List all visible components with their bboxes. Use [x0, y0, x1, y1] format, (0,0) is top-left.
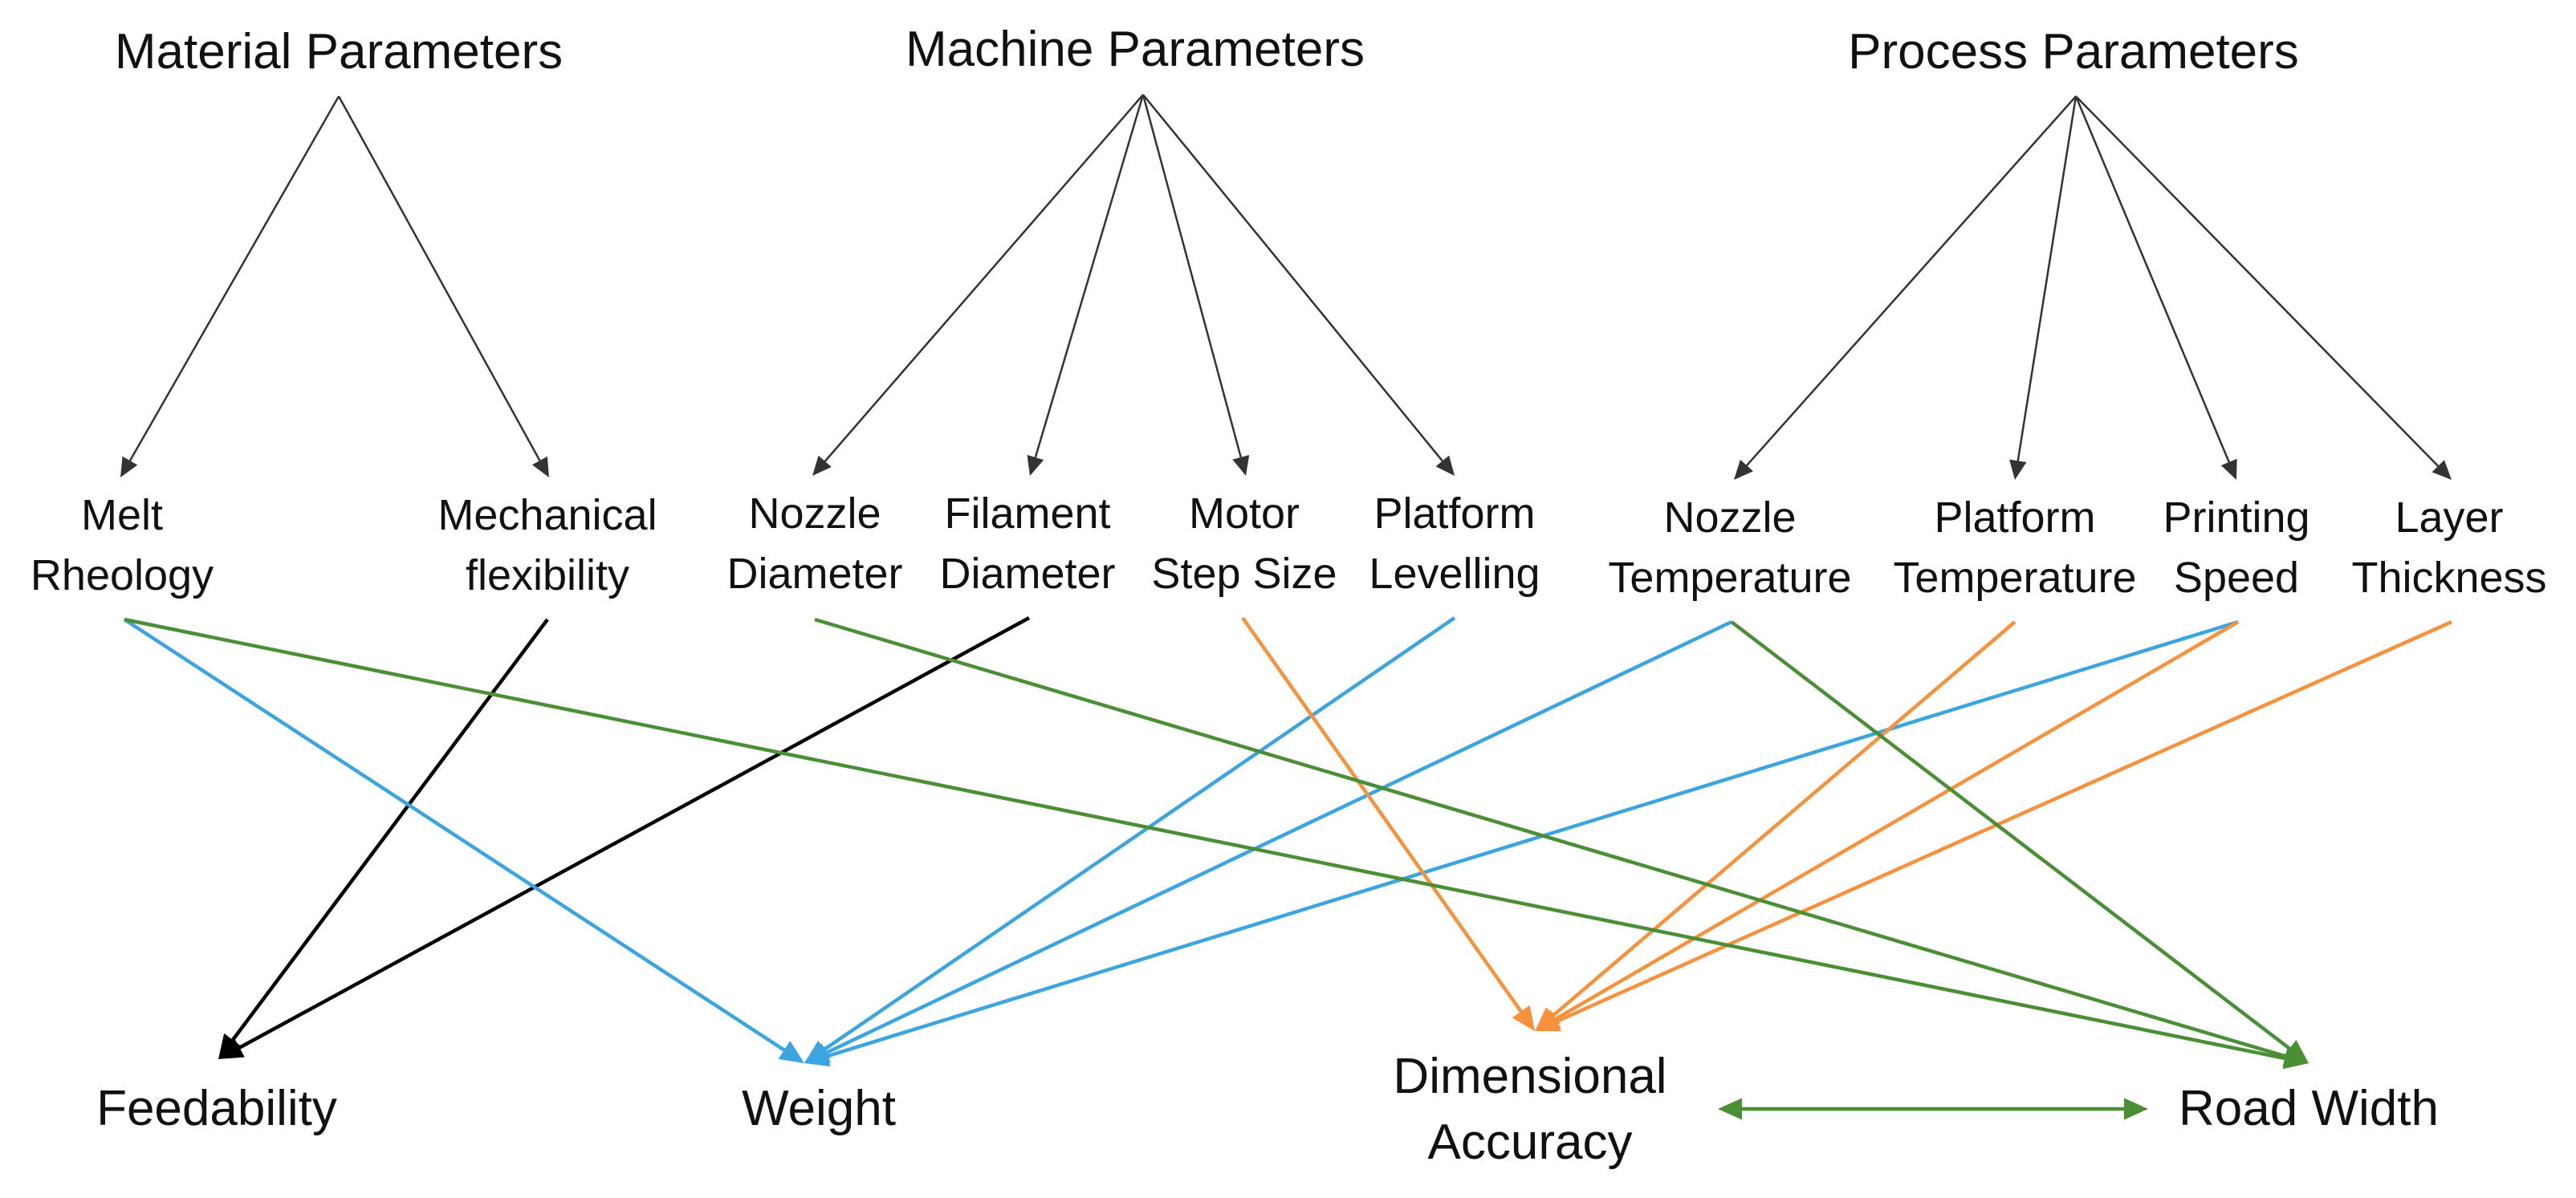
arrowhead-icon	[1435, 455, 1455, 476]
edge-platform_temperature-to-dimensional_accuracy	[1535, 620, 2016, 1031]
edge-line	[1034, 94, 1145, 458]
param-mechanical_flexibility-line1: Mechanical	[437, 491, 657, 539]
edge-line	[124, 617, 2286, 1061]
param-layer_thickness-line2: Thickness	[2351, 554, 2546, 602]
param-nozzle_temperature-line1: Nozzle	[1663, 493, 1796, 542]
param-filament_diameter-line1: Filament	[944, 489, 1110, 538]
output-feedability-line1: Feedability	[96, 1081, 337, 1136]
edge-line	[823, 616, 1456, 1051]
edge-process-to-printing_speed	[2074, 95, 2237, 480]
param-platform_levelling-line1: Platform	[1373, 489, 1535, 538]
arrowhead-icon	[2124, 1098, 2148, 1120]
arrowhead-icon	[2282, 1040, 2309, 1063]
arrowhead-icon	[1734, 459, 1754, 480]
edge-line	[1241, 616, 1523, 1013]
arrowhead-icon	[1232, 455, 1250, 476]
param-platform_temperature-line2: Temperature	[1893, 554, 2136, 602]
arrowhead-icon	[531, 456, 549, 477]
edge-line	[1556, 619, 2452, 1023]
edge-line	[2016, 95, 2077, 461]
edge-line	[337, 95, 541, 461]
edge-motor_step_size-to-dimensional_accuracy	[1241, 616, 1535, 1031]
edge-line	[123, 618, 786, 1052]
edge-material-to-mechanical_flexibility	[337, 95, 549, 477]
param-filament_diameter-line2: Diameter	[939, 550, 1115, 598]
edge-machine-to-filament_diameter	[1027, 94, 1145, 476]
edge-line	[1142, 94, 1443, 462]
param-layer_thickness-line1: Layer	[2395, 493, 2503, 542]
arrowhead-icon	[804, 1046, 831, 1067]
arrowhead-icon	[778, 1041, 804, 1063]
edge-line	[2074, 95, 2230, 463]
edge-material-to-melt_rheology	[120, 95, 340, 477]
edge-printing_speed-to-dimensional_accuracy	[1535, 620, 2240, 1031]
arrowhead-icon	[1718, 1098, 1742, 1120]
edge-filament_diameter-to-feedability	[218, 616, 1031, 1059]
edge-dimensional_accuracy-to-road_width	[1718, 1098, 2148, 1120]
edge-nozzle_temperature-to-road_width	[1730, 620, 2309, 1063]
edge-melt_rheology-to-road_width	[124, 617, 2309, 1070]
edge-machine-to-platform_levelling	[1142, 94, 1455, 476]
arrowhead-icon	[1535, 1011, 1561, 1032]
edge-line	[128, 95, 340, 461]
edge-melt_rheology-to-weight	[123, 618, 804, 1063]
param-nozzle_diameter-line1: Nozzle	[748, 489, 881, 538]
edge-platform_levelling-to-weight	[804, 616, 1456, 1063]
edge-layer_thickness-to-dimensional_accuracy	[1535, 619, 2452, 1032]
arrowhead-icon	[120, 456, 138, 477]
edge-line	[2075, 95, 2440, 467]
edge-mechanical_flexibility-to-feedability	[218, 618, 549, 1059]
arrowhead-icon	[812, 455, 832, 476]
edge-line	[1552, 620, 2016, 1017]
edge-line	[1554, 620, 2240, 1021]
param-printing_speed-line2: Speed	[2174, 554, 2299, 602]
arrowhead-icon	[1512, 1005, 1535, 1031]
edge-machine-to-nozzle_diameter	[812, 94, 1144, 476]
param-motor_step_size-line1: Motor	[1189, 489, 1300, 538]
edge-machine-to-motor_step_size	[1141, 94, 1250, 476]
output-dimensional_accuracy-line1: Dimensional	[1393, 1049, 1666, 1104]
param-melt_rheology-line2: Rheology	[31, 551, 214, 599]
param-printing_speed-line1: Printing	[2163, 493, 2309, 542]
arrowhead-icon	[2009, 459, 2027, 480]
category-machine: Machine Parameters	[905, 22, 1365, 77]
edge-printing_speed-to-weight	[804, 619, 2239, 1067]
param-motor_step_size-line2: Step Size	[1151, 550, 1337, 598]
param-platform_levelling-line2: Levelling	[1369, 550, 1540, 598]
edge-line	[824, 94, 1144, 462]
output-road_width-line1: Road Width	[2179, 1081, 2439, 1136]
output-dimensional_accuracy-line2: Accuracy	[1428, 1115, 1633, 1170]
param-platform_temperature-line1: Platform	[1934, 493, 2095, 542]
edge-nozzle_diameter-to-road_width	[814, 617, 2309, 1067]
edge-line	[238, 616, 1031, 1050]
param-mechanical_flexibility-line2: flexibility	[466, 551, 629, 599]
arrowhead-icon	[218, 1038, 245, 1059]
edge-line	[814, 617, 2286, 1058]
edge-line	[1730, 620, 2291, 1050]
category-material: Material Parameters	[115, 24, 563, 79]
edge-line	[827, 619, 2239, 1058]
arrowhead-icon	[1027, 454, 1044, 476]
edge-line	[231, 618, 549, 1042]
output-weight-line1: Weight	[742, 1081, 896, 1136]
arrowhead-icon	[2220, 458, 2237, 480]
category-process: Process Parameters	[1848, 24, 2299, 79]
edge-process-to-layer_thickness	[2075, 95, 2452, 480]
edge-line	[1746, 95, 2077, 466]
edge-line	[825, 619, 1732, 1055]
edge-line	[1141, 94, 1242, 458]
param-nozzle_diameter-line2: Diameter	[726, 550, 902, 598]
edge-process-to-nozzle_temperature	[1734, 95, 2077, 480]
edge-layer	[120, 94, 2452, 1120]
param-melt_rheology-line1: Melt	[81, 491, 163, 539]
param-nozzle_temperature-line2: Temperature	[1608, 554, 1851, 602]
edge-process-to-platform_temperature	[2009, 95, 2077, 480]
arrowhead-icon	[2432, 460, 2452, 480]
label-layer: Material Parameters Machine Parameters Pro…	[31, 22, 2547, 1170]
